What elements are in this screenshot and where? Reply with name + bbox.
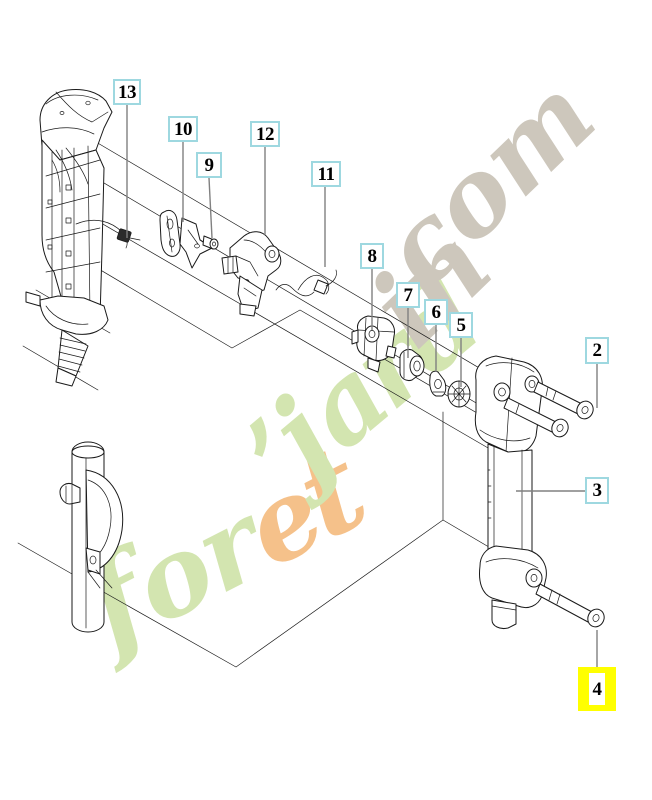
callout-13[interactable]: 13 [113, 79, 141, 105]
part-throttle-housing-assembly [25, 89, 113, 387]
callout-4[interactable]: 4 [578, 667, 616, 711]
callout-12[interactable]: 12 [250, 121, 280, 147]
callout-5[interactable]: 5 [449, 312, 473, 338]
part-drive-shaft-tube [59, 441, 124, 633]
part-8-throttle-cam-body [351, 315, 397, 373]
part-6-flat-washer [429, 370, 447, 397]
part-9-small-screw [202, 235, 219, 250]
callout-3[interactable]: 3 [585, 477, 609, 504]
callout-2[interactable]: 2 [585, 337, 609, 364]
callout-label-4: 4 [589, 673, 605, 705]
part-2-handle-screws [503, 381, 594, 438]
callout-9[interactable]: 9 [196, 152, 222, 178]
callout-7[interactable]: 7 [396, 282, 420, 308]
leader-line-9 [208, 177, 213, 239]
part-10-lockout-plate [159, 209, 213, 269]
callout-11[interactable]: 11 [311, 161, 341, 187]
spring-coils [57, 337, 87, 373]
part-12-throttle-trigger-lever [221, 231, 282, 317]
callout-10[interactable]: 10 [168, 116, 198, 142]
part-3-handle-grip-housing [474, 355, 547, 629]
part-7-bushing-sleeve [399, 349, 425, 381]
callout-8[interactable]: 8 [360, 243, 384, 269]
part-11-spring-clip [275, 269, 337, 297]
callout-leader-lines [126, 105, 598, 667]
part-5-lock-washer-star [447, 380, 471, 408]
callout-6[interactable]: 6 [424, 299, 448, 325]
part-4-clamp-bolt-lower [535, 583, 605, 628]
